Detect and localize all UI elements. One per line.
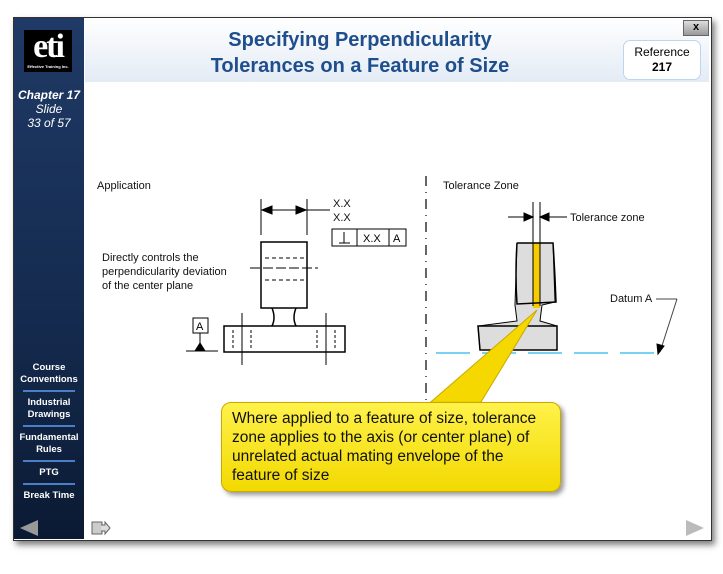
nav-fundamental-rules[interactable]: Fundamental Rules xyxy=(19,432,79,455)
dimension-tolerance: X.X xyxy=(333,212,351,224)
next-arrow-icon[interactable] xyxy=(686,520,704,536)
nav-course-conventions[interactable]: Course Conventions xyxy=(20,362,78,385)
header xyxy=(85,18,709,82)
callout-note: Where applied to a feature of size, tole… xyxy=(221,402,561,492)
divider xyxy=(23,483,75,485)
nav-industrial-drawings[interactable]: Industrial Drawings xyxy=(27,397,71,420)
divider xyxy=(23,460,75,462)
prev-arrow-icon[interactable] xyxy=(20,520,38,536)
sidebar xyxy=(14,18,84,539)
application-heading: Application xyxy=(97,180,151,192)
feature-control-frame xyxy=(331,228,407,247)
tolerance-zone-heading: Tolerance Zone xyxy=(443,180,519,192)
datum-a-label: Datum A xyxy=(610,293,653,305)
close-button[interactable]: x xyxy=(683,20,709,36)
exit-icon[interactable] xyxy=(91,520,111,536)
nav-break-time[interactable]: Break Time xyxy=(23,490,75,501)
nav-ptg[interactable]: PTG xyxy=(39,467,59,478)
divider xyxy=(23,390,75,392)
dimension-value: X.X xyxy=(333,198,351,210)
tolerance-zone-label: Tolerance zone xyxy=(570,212,645,224)
divider xyxy=(23,425,75,427)
